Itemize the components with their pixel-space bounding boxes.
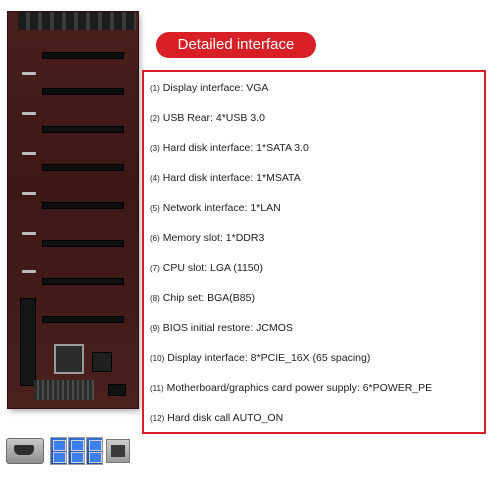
spec-text: USB Rear: 4*USB 3.0 bbox=[162, 112, 265, 124]
spec-text: Display interface: VGA bbox=[162, 82, 269, 94]
spec-number: (6) bbox=[150, 234, 160, 243]
spec-panel: (1)Display interface: VGA (2)USB Rear: 4… bbox=[142, 70, 486, 434]
usb-port-icon bbox=[50, 437, 67, 465]
rear-io-image bbox=[6, 436, 130, 465]
spec-number: (2) bbox=[150, 114, 160, 123]
spec-text: CPU slot: LGA (1150) bbox=[162, 262, 263, 274]
pcie-slot bbox=[42, 52, 124, 59]
spec-number: (5) bbox=[150, 204, 160, 213]
spec-item: (2)USB Rear: 4*USB 3.0 bbox=[150, 112, 265, 124]
pcie-slot bbox=[42, 316, 124, 323]
lan-port-icon bbox=[106, 439, 130, 463]
usb-port-icon bbox=[68, 437, 85, 465]
motherboard-image bbox=[8, 12, 138, 408]
spec-item: (9)BIOS initial restore: JCMOS bbox=[150, 322, 293, 334]
spec-item: (6)Memory slot: 1*DDR3 bbox=[150, 232, 264, 244]
io-connector-strip bbox=[18, 12, 136, 30]
spec-number: (10) bbox=[150, 354, 165, 363]
spec-text: Hard disk interface: 1*MSATA bbox=[162, 172, 301, 184]
spec-number: (4) bbox=[150, 174, 160, 183]
spec-item: (8)Chip set: BGA(B85) bbox=[150, 292, 255, 304]
pcie-slot bbox=[42, 88, 124, 95]
spec-item: (3)Hard disk interface: 1*SATA 3.0 bbox=[150, 142, 309, 154]
spec-text: Hard disk call AUTO_ON bbox=[167, 412, 284, 424]
spec-item: (7)CPU slot: LGA (1150) bbox=[150, 262, 263, 274]
spec-text: Motherboard/graphics card power supply: … bbox=[166, 382, 433, 394]
spec-number: (11) bbox=[150, 384, 164, 393]
spec-number: (7) bbox=[150, 264, 160, 273]
pcie-slot bbox=[42, 278, 124, 285]
page-title: Detailed interface bbox=[156, 32, 316, 58]
power-connector bbox=[22, 232, 36, 235]
cpu-socket bbox=[54, 344, 84, 374]
spec-number: (12) bbox=[150, 414, 165, 423]
power-connector bbox=[22, 192, 36, 195]
spec-text: Display interface: 8*PCIE_16X (65 spacin… bbox=[167, 352, 371, 364]
usb-port-icon bbox=[86, 437, 103, 465]
vga-port-icon bbox=[6, 438, 44, 464]
spec-item: (11)Motherboard/graphics card power supp… bbox=[150, 382, 432, 394]
spec-item: (5)Network interface: 1*LAN bbox=[150, 202, 281, 214]
spec-number: (9) bbox=[150, 324, 160, 333]
spec-text: Memory slot: 1*DDR3 bbox=[162, 232, 265, 244]
pcie-slot bbox=[42, 164, 124, 171]
spec-text: Chip set: BGA(B85) bbox=[162, 292, 255, 304]
power-connector bbox=[22, 152, 36, 155]
pcie-slot bbox=[42, 202, 124, 209]
spec-text: Hard disk interface: 1*SATA 3.0 bbox=[162, 142, 309, 154]
spec-item: (10)Display interface: 8*PCIE_16X (65 sp… bbox=[150, 352, 370, 364]
spec-item: (12)Hard disk call AUTO_ON bbox=[150, 412, 283, 424]
power-connector bbox=[22, 72, 36, 75]
spec-text: BIOS initial restore: JCMOS bbox=[162, 322, 293, 334]
spec-text: Network interface: 1*LAN bbox=[162, 202, 281, 214]
power-connector bbox=[22, 112, 36, 115]
pcie-slot bbox=[42, 240, 124, 247]
spec-number: (1) bbox=[150, 84, 160, 93]
chipset bbox=[92, 352, 112, 372]
spec-number: (8) bbox=[150, 294, 160, 303]
spec-item: (1)Display interface: VGA bbox=[150, 82, 268, 94]
spec-number: (3) bbox=[150, 144, 160, 153]
memory-slot bbox=[20, 298, 36, 386]
spec-item: (4)Hard disk interface: 1*MSATA bbox=[150, 172, 301, 184]
pcie-slot bbox=[42, 126, 124, 133]
sata-port bbox=[108, 384, 126, 396]
heatsink bbox=[34, 380, 94, 400]
power-connector bbox=[22, 270, 36, 273]
